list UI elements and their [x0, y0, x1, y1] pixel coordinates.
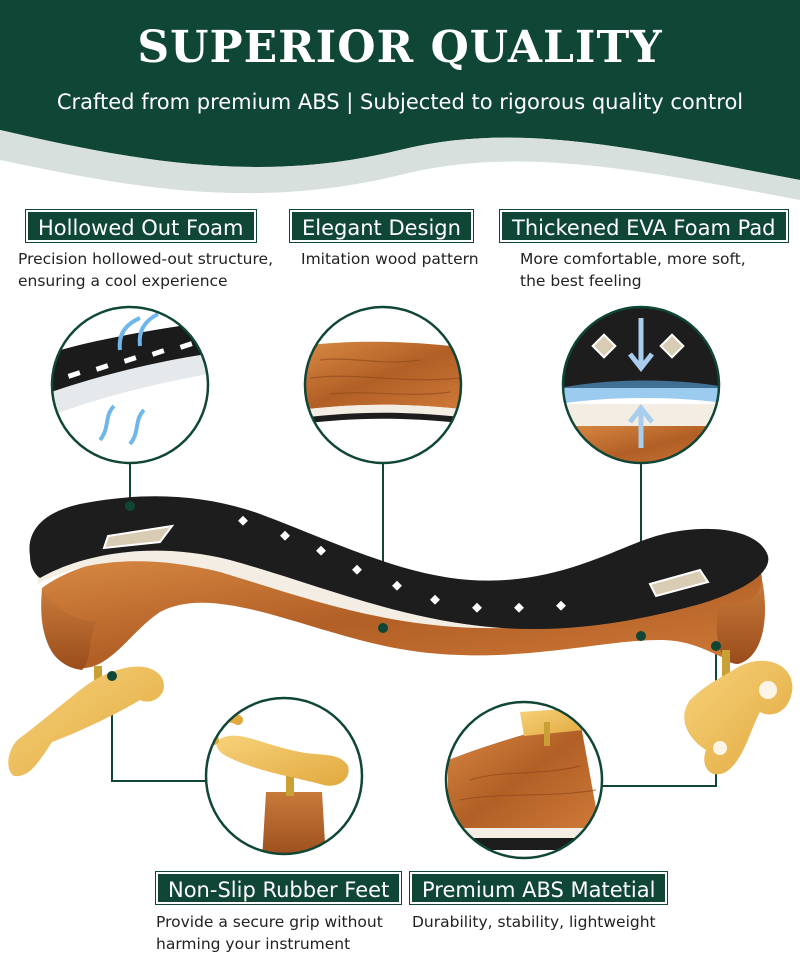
- feature-title-thickened: Thickened EVA Foam Pad: [499, 209, 789, 243]
- feature-title-premium: Premium ABS Matetial: [408, 871, 669, 905]
- feature-desc-nonslip: Provide a secure grip without harming yo…: [156, 913, 383, 953]
- feature-title-nonslip: Non-Slip Rubber Feet: [154, 871, 403, 905]
- callout-dots: [107, 501, 721, 681]
- detail-circle-hollowed: [50, 305, 210, 465]
- feature-desc-elegant: Imitation wood pattern: [301, 250, 479, 268]
- feature-desc-thickened: More comfortable, more soft, the best fe…: [520, 250, 746, 290]
- detail-circle-nonslip: [204, 696, 364, 856]
- detail-circle-elegant: [303, 305, 463, 465]
- detail-circle-thickened: [561, 305, 721, 465]
- page-subtitle: Crafted from premium ABS | Subjected to …: [56, 90, 744, 114]
- detail-circle-premium: [444, 700, 604, 860]
- shoulder-rest: [8, 496, 793, 777]
- header-banner: [0, 0, 800, 200]
- feature-title-hollowed: Hollowed Out Foam: [25, 209, 257, 243]
- feature-desc-premium: Durability, stability, lightweight: [412, 913, 656, 931]
- feature-title-elegant: Elegant Design: [289, 209, 474, 243]
- page-title: SUPERIOR QUALITY: [137, 22, 663, 73]
- feature-desc-hollowed: Precision hollowed-out structure, ensuri…: [18, 250, 274, 290]
